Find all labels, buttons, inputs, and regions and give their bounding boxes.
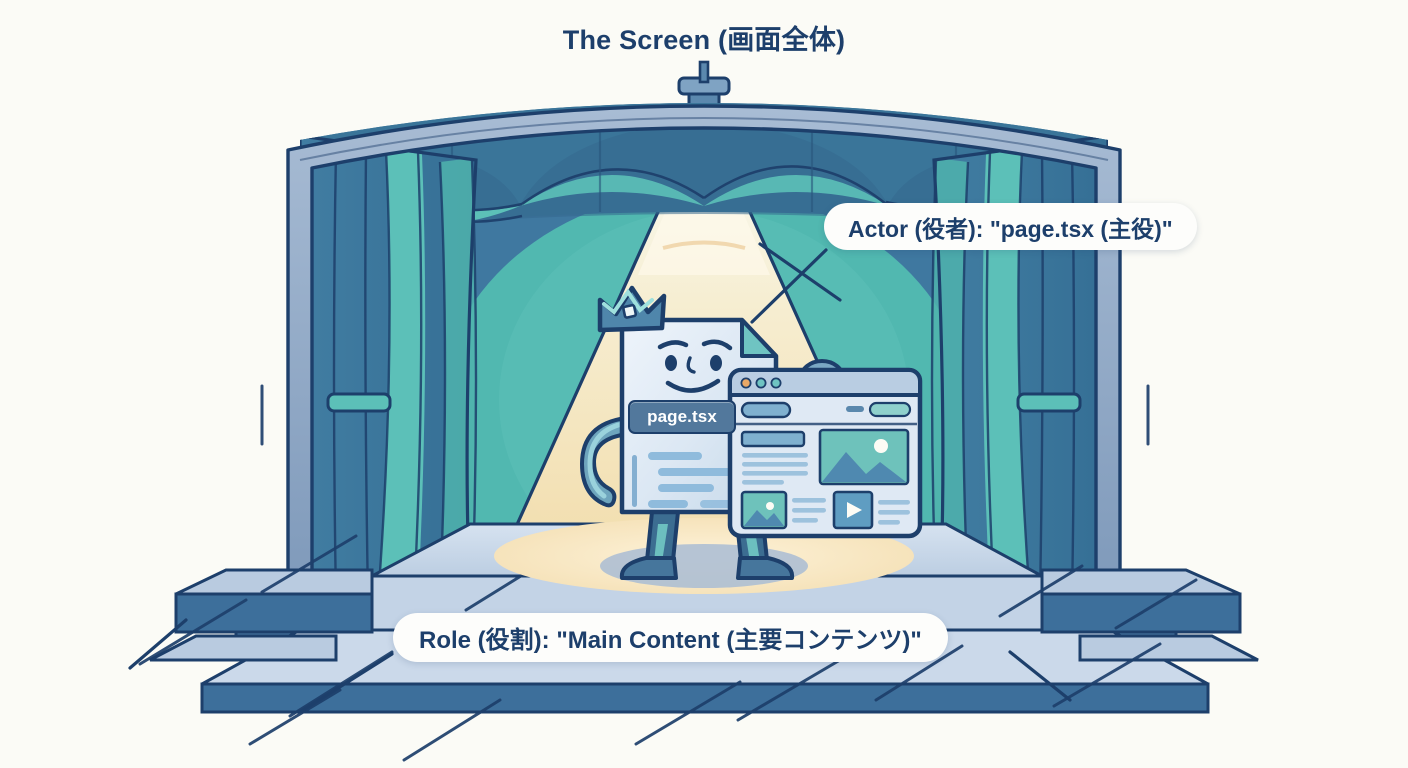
browser-text-lines xyxy=(742,453,808,485)
browser-nav-link[interactable] xyxy=(846,406,864,412)
browser-video-block[interactable] xyxy=(832,490,874,530)
browser-dot-close[interactable] xyxy=(740,377,752,389)
browser-title-bar xyxy=(728,368,922,397)
document-code-lines xyxy=(632,452,736,508)
callout-role-label: Role (役割): "Main Content (主要コンテンツ)" xyxy=(419,627,922,654)
browser-thumbnail xyxy=(740,490,788,530)
curtain-tieback-left xyxy=(326,392,392,413)
browser-nav-pill[interactable] xyxy=(740,401,792,419)
browser-text-lines-secondary xyxy=(792,498,826,523)
browser-cta-pill[interactable] xyxy=(868,401,912,418)
leader-lines xyxy=(128,242,1072,714)
callout-role: Role (役割): "Main Content (主要コンテンツ)" xyxy=(393,613,948,662)
left-curtain xyxy=(300,134,478,600)
browser-dot-maximize[interactable] xyxy=(770,377,782,389)
curtain-tieback-right xyxy=(1016,392,1082,413)
callout-actor: Actor (役者): "page.tsx (主役)" xyxy=(824,203,1197,250)
stage-wing-left xyxy=(149,568,374,662)
callout-actor-label: Actor (役者): "page.tsx (主役)" xyxy=(848,215,1173,242)
stage-plank-lines xyxy=(138,384,1198,762)
browser-image-placeholder xyxy=(818,428,910,486)
browser-dot-minimize[interactable] xyxy=(755,377,767,389)
file-name-badge: page.tsx xyxy=(628,400,736,434)
character-face xyxy=(657,339,733,393)
browser-heading-block xyxy=(740,430,806,448)
play-icon[interactable] xyxy=(847,502,862,518)
browser-mockup xyxy=(727,367,923,539)
page-title: The Screen (画面全体) xyxy=(562,25,846,55)
document-fold-corner xyxy=(740,318,778,358)
browser-text-lines-tertiary xyxy=(878,500,910,525)
right-curtain xyxy=(930,134,1108,600)
crown-icon xyxy=(597,285,667,333)
